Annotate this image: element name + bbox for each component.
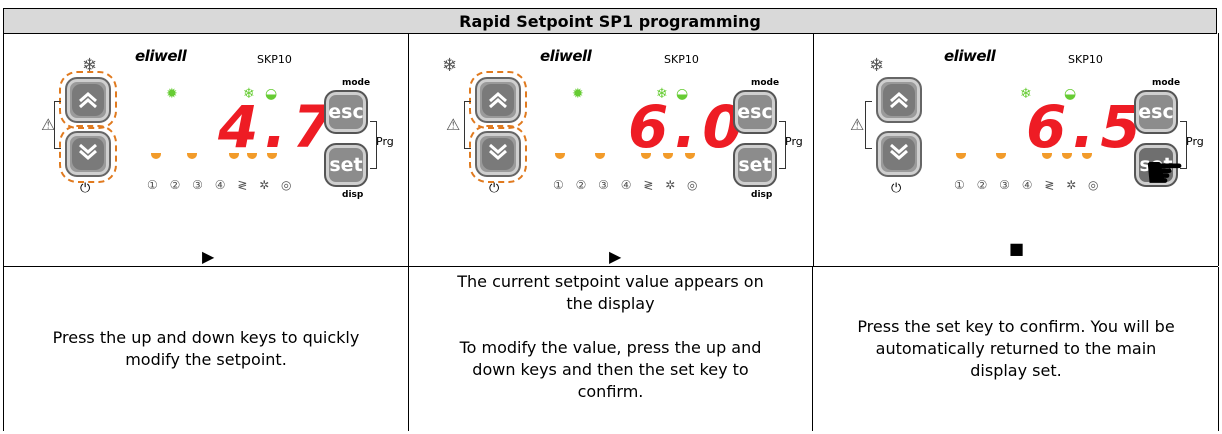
brand-logo: eliwell — [135, 47, 187, 65]
step-marker: ▶ — [609, 247, 622, 266]
chevron-down-icon — [79, 143, 97, 160]
chevron-up-icon — [79, 92, 97, 109]
table-title: Rapid Setpoint SP1 programming — [3, 8, 1217, 34]
hand-pointer-icon: ☛ — [1144, 145, 1186, 199]
down-key[interactable] — [469, 125, 527, 183]
esc-key[interactable]: esc — [733, 90, 777, 134]
power-icon: ⏻ — [80, 181, 91, 196]
cup-led-icon: ◒ — [1064, 86, 1077, 102]
snow-led-icon: ❄ — [656, 86, 668, 102]
panel-1: ❄ eliwell SKP10 ⚠ ⏻ ✹ ❄ — [4, 33, 409, 266]
description-2: The current setpoint value appears on th… — [409, 267, 813, 431]
brand-logo: eliwell — [944, 47, 996, 65]
up-key[interactable] — [59, 71, 117, 129]
setpoint-display: 6.0 — [628, 93, 749, 161]
setpoint-display: 6.5 — [1026, 93, 1147, 161]
model-label: SKP10 — [257, 53, 292, 66]
defrost-icon: ❄ — [82, 55, 98, 76]
alarm-mute-icon: ⚠ — [850, 115, 865, 134]
mode-label: mode — [1152, 78, 1181, 88]
sun-led-icon: ✹ — [572, 86, 584, 102]
descriptions-row: Press the up and down keys to quickly mo… — [3, 266, 1219, 431]
panels-row: ❄ eliwell SKP10 ⚠ ⏻ ✹ ❄ — [3, 33, 1219, 266]
panel-3: ❄ eliwell SKP10 ⚠ ⏻ ❄ ◒ — [814, 33, 1219, 266]
brand-logo: eliwell — [540, 47, 592, 65]
prg-label: Prg — [376, 135, 394, 148]
set-key[interactable]: set — [733, 143, 777, 187]
step-marker: ▶ — [202, 247, 215, 266]
defrost-icon: ❄ — [442, 55, 458, 76]
down-key[interactable] — [876, 131, 922, 177]
status-icons-row: ① ② ③ ④ ≷ ✲ ◎ — [954, 178, 1103, 192]
model-label: SKP10 — [664, 53, 699, 66]
cup-led-icon: ◒ — [265, 86, 278, 102]
procedure-table: Rapid Setpoint SP1 programming ❄ eliwell… — [0, 8, 1219, 432]
model-label: SKP10 — [1068, 53, 1103, 66]
mode-label: mode — [751, 78, 780, 88]
description-1: Press the up and down keys to quickly mo… — [4, 267, 409, 431]
prg-label: Prg — [1186, 135, 1204, 148]
set-key[interactable]: set — [1134, 143, 1178, 187]
down-key[interactable] — [59, 125, 117, 183]
sun-led-icon: ✹ — [166, 86, 178, 102]
status-icons-row: ① ② ③ ④ ≷ ✲ ◎ — [147, 178, 296, 192]
disp-label: disp — [751, 190, 773, 200]
description-3: Press the set key to confirm. You will b… — [814, 267, 1219, 431]
defrost-icon: ❄ — [869, 55, 885, 76]
status-icons-row: ① ② ③ ④ ≷ ✲ ◎ — [553, 178, 702, 192]
power-icon: ⏻ — [489, 181, 500, 196]
mode-label: mode — [342, 78, 371, 88]
alarm-mute-icon: ⚠ — [446, 115, 461, 134]
alarm-mute-icon: ⚠ — [41, 115, 56, 134]
chevron-up-icon — [489, 92, 507, 109]
setpoint-display: 4.7 — [218, 93, 339, 161]
prg-label: Prg — [785, 135, 803, 148]
panel-2: ❄ eliwell SKP10 ⚠ ⏻ ✹ ❄ — [409, 33, 814, 266]
snow-led-icon: ❄ — [243, 86, 255, 102]
cup-led-icon: ◒ — [676, 86, 689, 102]
chevron-down-icon — [489, 143, 507, 160]
step-marker: ■ — [1009, 239, 1025, 258]
power-icon: ⏻ — [891, 181, 902, 196]
chevron-up-icon — [890, 92, 908, 109]
chevron-down-icon — [890, 143, 908, 160]
snow-led-icon: ❄ — [1020, 86, 1032, 102]
set-key[interactable]: set — [324, 143, 368, 187]
up-key[interactable] — [876, 77, 922, 123]
up-key[interactable] — [469, 71, 527, 129]
disp-label: disp — [342, 190, 364, 200]
esc-key[interactable]: esc — [1134, 90, 1178, 134]
esc-key[interactable]: esc — [324, 90, 368, 134]
